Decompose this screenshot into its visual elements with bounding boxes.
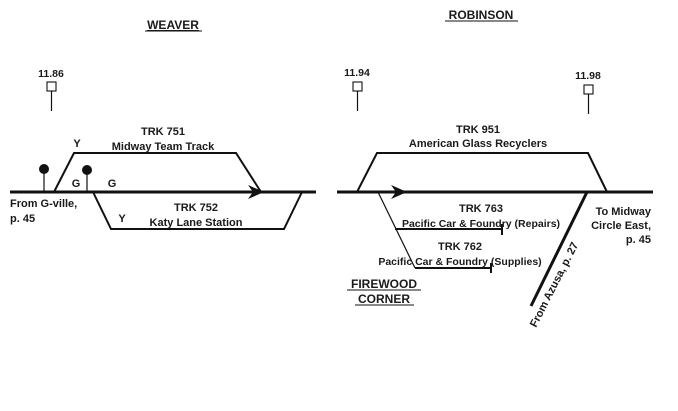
from-gville-page: p. 45 — [10, 213, 35, 225]
aspect-g-right: G — [108, 178, 117, 190]
weaver-title: WEAVER — [147, 18, 199, 32]
trk751-siding — [53, 152, 262, 193]
from-azusa-label: From Azusa, p. 27 — [528, 240, 581, 329]
milepost-marker-icon — [352, 81, 363, 92]
trk752-siding — [92, 191, 303, 230]
trk751-name: Midway Team Track — [112, 141, 215, 153]
direction-arrow-icon — [391, 185, 407, 199]
signal-head-icon — [39, 164, 49, 174]
firewood-title-line2: CORNER — [358, 292, 410, 306]
aspect-g-left: G — [72, 178, 81, 190]
aspect-y-top: Y — [73, 138, 81, 150]
milepost-label: 11.86 — [38, 68, 64, 80]
milepost-11-94: 11.94 — [344, 67, 370, 111]
aspect-y-bottom: Y — [118, 213, 126, 225]
milepost-11-86: 11.86 — [38, 68, 64, 111]
trk763-number: TRK 763 — [459, 203, 503, 215]
milepost-11-98: 11.98 — [575, 70, 601, 114]
trk752-number: TRK 752 — [174, 202, 218, 214]
milepost-label: 11.94 — [344, 67, 370, 79]
signal-east — [82, 165, 92, 192]
trk762-name: Pacific Car & Foundry (Supplies) — [378, 256, 541, 268]
trk751-number: TRK 751 — [141, 126, 185, 138]
trk951-number: TRK 951 — [456, 124, 500, 136]
robinson-title: ROBINSON — [449, 8, 514, 22]
from-gville-label: From G-ville, — [10, 198, 77, 210]
to-midway-label-2: Circle East, — [591, 220, 651, 232]
milepost-label: 11.98 — [575, 70, 601, 82]
firewood-title-line1: FIREWOOD — [351, 277, 417, 291]
milepost-marker-icon — [46, 81, 57, 92]
trk951-name: American Glass Recyclers — [409, 138, 547, 150]
direction-arrow-icon — [248, 185, 264, 199]
trk763-name: Pacific Car & Foundry (Repairs) — [402, 218, 560, 230]
trk762-number: TRK 762 — [438, 241, 482, 253]
signal-head-icon — [82, 165, 92, 175]
milepost-marker-icon — [583, 84, 594, 95]
to-midway-label: To Midway — [596, 206, 652, 218]
trk752-name: Katy Lane Station — [150, 217, 243, 229]
azusa-branch-track — [529, 191, 589, 307]
trk951-siding — [356, 152, 608, 193]
signal-west — [39, 164, 49, 192]
to-midway-page: p. 45 — [626, 234, 651, 246]
